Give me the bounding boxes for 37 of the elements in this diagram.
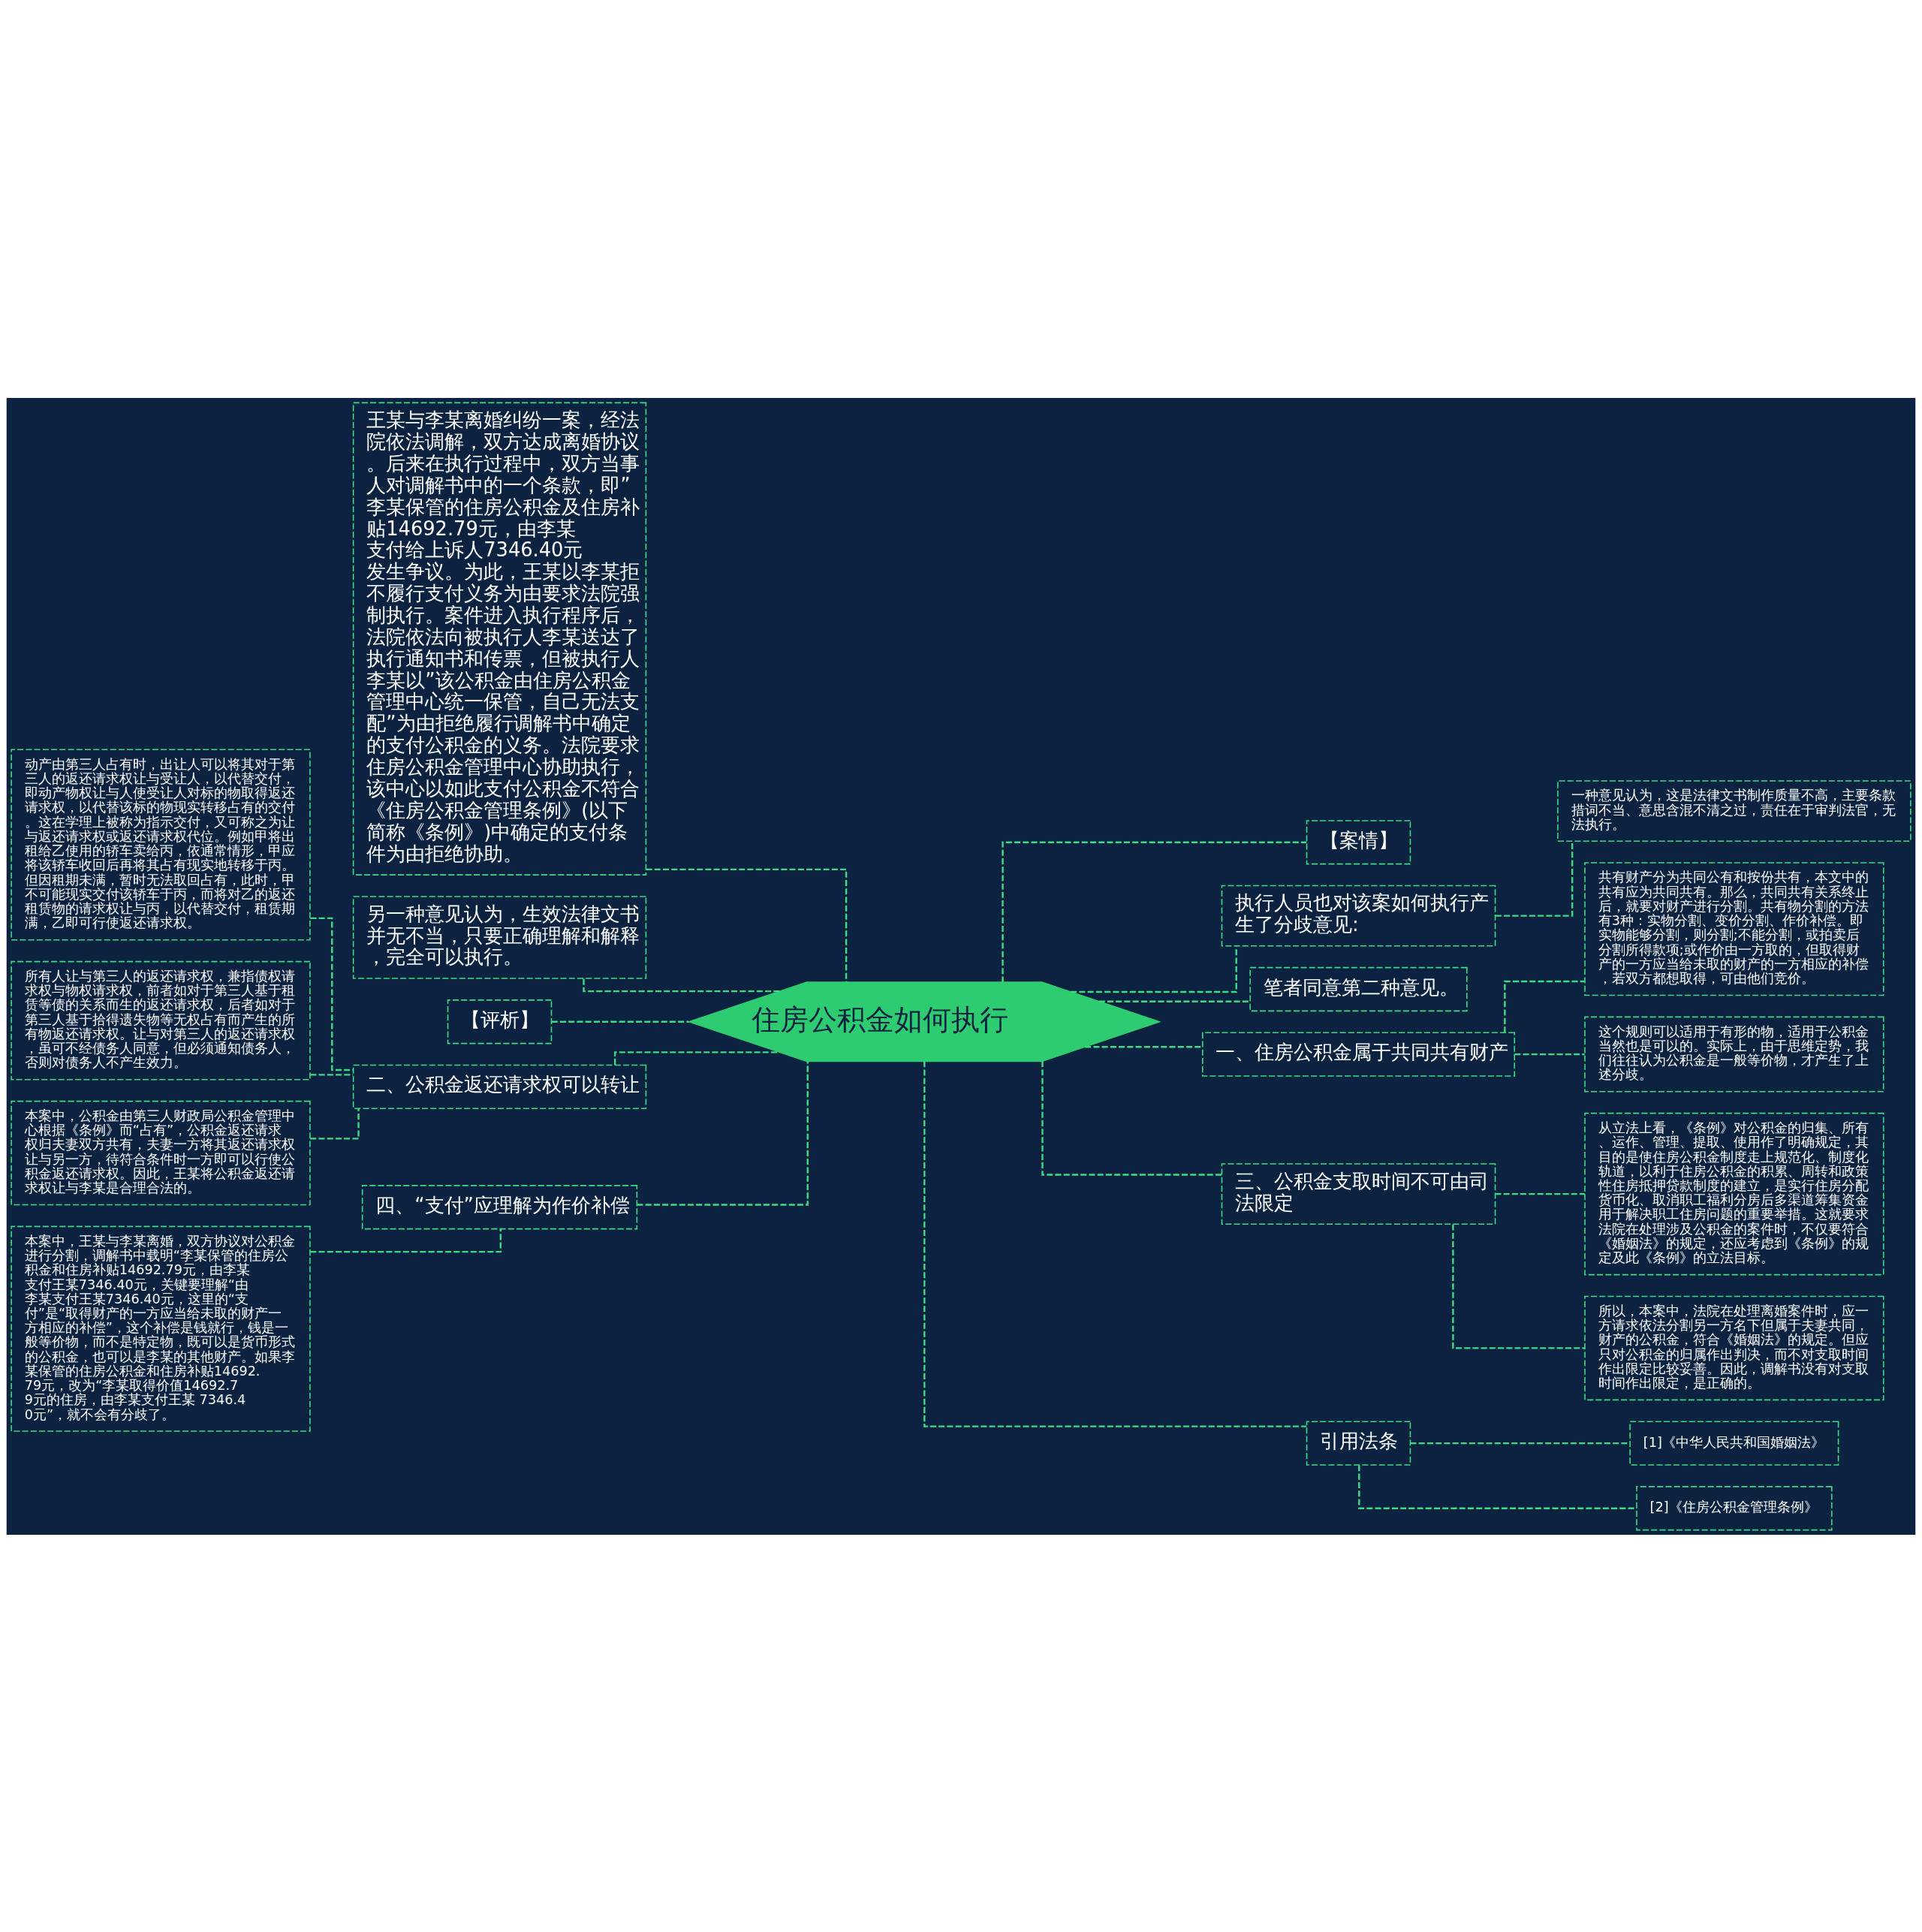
connector — [923, 1060, 1307, 1427]
connector — [637, 1061, 809, 1206]
connector — [1085, 1045, 1203, 1047]
node-box: 另一种意见认为，生效法律文书并无不当，只要正确理解和解释，完全可以执行。 — [352, 895, 647, 979]
node-box: 这个规则可以适用于有形的物，适用于公积金当然也是可以的。实际上，由于思维定势，我们往往认为公积金是一般等价物，才产生了上述分歧。 — [1584, 1016, 1884, 1093]
connector — [1041, 1060, 1222, 1176]
node-box: 共有财产分为共同公有和按份共有，本文中的共有应为共同共有。那么，共同共有关系终止后，就要对财产进行分割。共有物分割的方法有3种：实物分割、变价分割、作价补偿。即实物能够分割，则分割;不能分割，或拍卖后分割所得款项;或作价由一方取的，但取得财产的一方应当给未取的财产的一方相应的补偿，若双方都想取得，可由他们竞价。 — [1584, 861, 1884, 996]
connector — [1495, 1192, 1585, 1195]
connector — [310, 1108, 360, 1140]
connector — [551, 1020, 689, 1023]
node-box: 一、住房公积金属于共同共有财产 — [1202, 1031, 1515, 1077]
node-box: [1]《中华人民共和国婚姻法》 — [1629, 1420, 1839, 1466]
node-box: 王某与李某离婚纠纷一案，经法院依法调解，双方达成离婚协议。后来在执行过程中，双方当事人对调解书中的一个条款，即”李某保管的住房公积金及住房补贴14692.79元，由李某支付给上诉人7346.40元发生争议。为此，王某以李某拒不履行支付义务为由要求法院强制执行。案件进入执行程序后，法院依法向被执行人李某送达了执行通知书和传票，但被执行人李某以”该公积金由住房公积金管理中心统一保管，自己无法支配”为由拒绝履行调解书中确定的支付公积金的义务。法院要求住房公积金管理中心协助执行，该中心以如此支付公积金不符合《住房公积金管理条例》(以下简称《条例》)中确定的支付条件为由拒绝协助。 — [352, 402, 647, 876]
node-box: 所以，本案中，法院在处理离婚案件时，应一方请求依法分割另一方名下但属于夫妻共同，财产的公积金，符合《婚姻法》的规定。但应只对公积金的归属作出判决，而不对支取时间作出限定比较妥善。因此，调解书没有对支取时间作出限定，是正确的。 — [1584, 1295, 1884, 1400]
connector — [1098, 1000, 1250, 1002]
connector — [1002, 841, 1307, 982]
node-box: 本案中，王某与李某离婚，双方协议对公积金进行分割，调解书中载明“李某保管的住房公积金和住房补贴14692.79元，由李某支付王某7346.40元，关键要理解“由李某支付王某7346.40元，这里的“支付”是“取得财产的一方应当给未取的财产一方相应的补偿”，这个补偿是钱就行，钱是一般等价物，而不是特定物，既可以是货币形式的公积金，也可以是李某的其他财产。如果李某保管的住房公积金和住房补贴14692.79元，改为“李某取得价值14692.79元的住房，由李某支付王某 7346.40元”，就不会有分歧了。 — [11, 1225, 311, 1432]
node-box: 所有人让与第三人的返还请求权，兼指债权请求权与物权请求权，前者如对于第三人基于租赁等债的关系而生的返还请求权，后者如对于第三人基于拾得遗失物等无权占有而产生的所有物返还请求权。让与对第三人的返还请求权，虽可不经债务人同意，但必须通知债务人，否则对债务人不产生效力。 — [11, 960, 311, 1081]
node-box: 本案中，公积金由第三人财政局公积金管理中心根据《条例》而“占有”，公积金返还请求权归夫妻双方共有，夫妻一方将其返还请求权让与另一方，待符合条件时一方即可以行使公积金返还请求权。因此，王某将公积金返还请求权让与李某是合理合法的。 — [11, 1100, 311, 1205]
node-box: 【评析】 — [447, 999, 553, 1044]
node-box: 引用法条 — [1306, 1420, 1411, 1466]
node-box: 一种意见认为，这是法律文书制作质量不高，主要条款措词不当、意思含混不清之过，责任在于审判法官，无法执行。 — [1557, 779, 1911, 842]
connector — [646, 868, 848, 982]
node-box: 三、公积金支取时间不可由司法限定 — [1221, 1162, 1496, 1225]
connector — [1071, 945, 1237, 993]
node-box: [2]《住房公积金管理条例》 — [1636, 1485, 1833, 1530]
connector — [1504, 980, 1585, 1032]
node-box: 执行人员也对该案如何执行产生了分歧意见: — [1221, 885, 1496, 947]
node-box: 从立法上看，《条例》对公积金的归集、所有、运作、管理、提取、使用作了明确规定，其目的是使住房公积金制度走上规范化、制度化轨道，以利于住房公积金的积累、周转和政策性住房抵押贷款制度的建立，是实行住房分配货币化、取消职工福利分房后多渠道筹集资金用于解决职工住房问题的重要举措。这就要求法院在处理涉及公积金的案件时，不仅要符合《婚姻法》的规定，还应考虑到《条例》的规定及此《条例》的立法目标。 — [1584, 1112, 1884, 1275]
connector — [1452, 1224, 1585, 1349]
node-box: 二、公积金返还请求权可以转让 — [352, 1064, 647, 1109]
node-box: 动产由第三人占有时，出让人可以将其对于第三人的返还请求权让与受让人，以代替交付，即动产物权让与人使受让人对标的物取得返还请求权，以代替该标的物现实转移占有的交付。这在学理上被称为指示交付，又可称之为让与返还请求权或返还请求权代位。例如甲将出租给乙使用的轿车卖给丙，依通常情形，甲应将该轿车收回后再将其占有现实地转移于丙。但因租期未满，暂时无法取回占有，此时，甲不可能现实交付该轿车于丙，而将对乙的返还租赁物的请求权让与丙，以代替交付，租赁期满，乙即可行使返还请求权。 — [11, 749, 311, 940]
node-box: 【案情】 — [1306, 819, 1411, 864]
node-box: 四、“支付”应理解为作价补偿 — [361, 1184, 638, 1229]
connector — [1410, 1442, 1630, 1444]
connector — [1514, 1053, 1585, 1055]
node-box: 笔者同意第二种意见。 — [1249, 966, 1468, 1011]
